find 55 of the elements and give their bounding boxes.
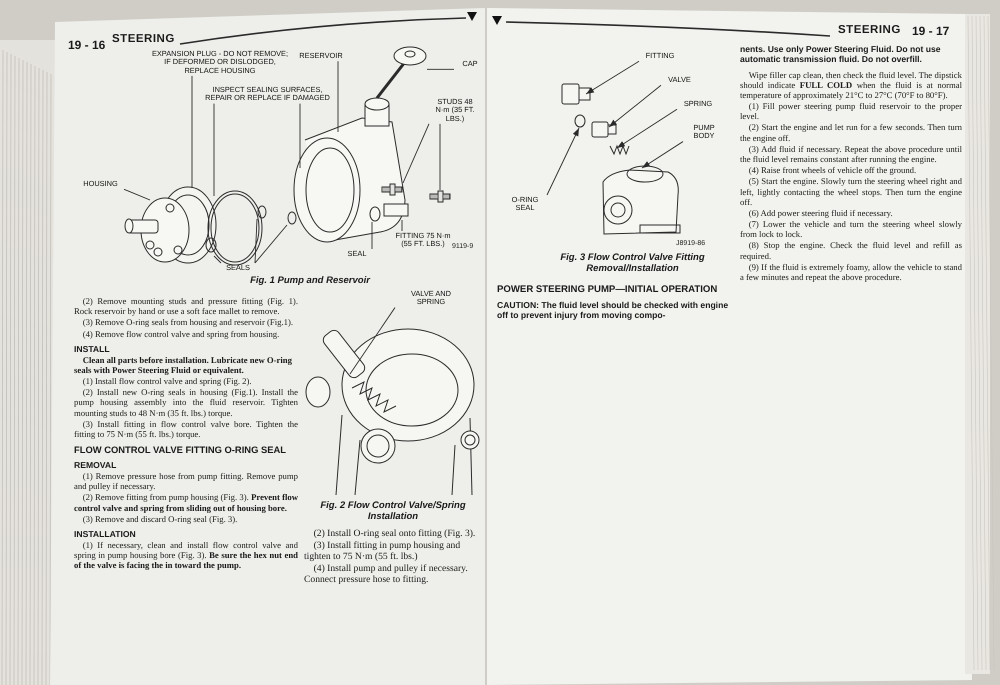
paragraph: (4) Raise front wheels of vehicle off the ground. [748, 165, 918, 176]
seal-ring [258, 206, 266, 218]
paragraph: (3) Install fitting in flow control valve bore. Tighten the fitting to 75 N·m (55 ft. lbs.) torque. [74, 418, 298, 440]
paragraph: (2) Remove fitting from pump housing (Fig. 3). Prevent flow control valve and spring from sliding out of housing bore. [74, 492, 298, 513]
figure-caption: Fig. 3 Flow Control Valve Fitting Removal/Installation [559, 252, 706, 275]
paragraph: (2) Remove mounting studs and pressure fitting (Fig. 1). Rock reservoir by hand or use a soft face mallet to remove. [74, 296, 298, 316]
paragraph: (3) Remove and discard O-ring seal (Fig. 3). [82, 514, 238, 524]
arrow [608, 84, 662, 128]
seal-ring [370, 206, 380, 222]
paragraph: (2) Install new O-ring seals in housing (Fig.1). Install the pump housing assembly into the fluid reservoir. Tighten mounting studs to 48 N·m (35 ft. lbs.) torque. [74, 387, 298, 418]
leader-line [124, 188, 150, 200]
section-title: STEERING [838, 24, 901, 36]
paragraph: (1) If necessary, clean and install flow control valve and spring in pump housing bore (Fig. 3). Be sure the hex nut end of the valve is facing the in toward the pump. [74, 540, 298, 570]
arrow [642, 141, 684, 168]
paragraph: (3) Add fluid if necessary. Repeat the above procedure until the fluid level remains constant after running the engine. [740, 144, 962, 164]
paragraph: (3) Install fitting in pump housing and tighten to 75 N·m (55 ft. lbs.) [304, 540, 462, 562]
leader-line [426, 68, 454, 70]
paragraph: Wipe filler cap clean, then check the fluid level. The dipstick should indicate FULL COLD when the fluid is at normal temperature of approximately 21°C to 27°C (70°F to 80°F). [740, 70, 962, 100]
caution-note: CAUTION: The fluid level should be checked with engine off to prevent injury from moving compo- [497, 300, 729, 321]
paragraph: (7) Lower the vehicle and turn the steering wheel slowly from lock to lock. [740, 219, 962, 240]
subheading: INSTALLATION [74, 528, 137, 539]
arrow [546, 128, 580, 196]
leader-line [214, 256, 222, 264]
page-number: 19 - 17 [912, 24, 950, 38]
leader-line [350, 307, 396, 374]
paragraph: (1) Install flow control valve and spring (Fig. 2). [82, 376, 253, 386]
page-number: 19 - 16 [68, 38, 106, 52]
paragraph: (9) If the fluid is extremely foamy, allow the vehicle to stand a few minutes and repeat the above procedure. [740, 262, 962, 282]
paragraph: (2) Install O-ring seal onto fitting (Fig. 3). [312, 528, 476, 540]
caution-note: nents. Use only Power Steering Fluid. Do not use automatic transmission fluid. Do not overfill. [740, 44, 942, 65]
figure-caption: Fig. 2 Flow Control Valve/Spring Installation [319, 500, 467, 523]
paragraph: (3) Remove O-ring seals from housing and reservoir (Fig.1). [82, 317, 294, 328]
seal-ring [288, 212, 296, 224]
paragraph: (1) Remove pressure hose from pump fitting. Remove pump and pulley if necessary. [74, 471, 298, 492]
paragraph: (4) Remove flow control valve and spring from housing. [82, 328, 280, 339]
paragraph: (8) Stop the engine. Check the fluid level and refill as required. [740, 240, 962, 261]
subheading: INSTALL [74, 344, 111, 354]
stud-drawing [382, 184, 402, 196]
stud-drawing [430, 190, 450, 202]
paragraph: (6) Add power steering fluid if necessary. [748, 208, 894, 218]
leader-line [254, 218, 258, 264]
arrow [586, 60, 640, 94]
arrow [616, 108, 678, 148]
paragraph: (2) Start the engine and let run for a few seconds. Then turn the engine off. [740, 122, 962, 143]
section-heading: POWER STEERING PUMP—INITIAL OPERATION [497, 284, 718, 295]
subheading: REMOVAL [74, 460, 118, 470]
paragraph: Clean all parts before installation. Lubricate new O-ring seals with Power Steering Fluid or equivalent. [74, 354, 293, 376]
section-title: STEERING [112, 33, 175, 45]
reservoir-cap-drawing [376, 46, 426, 99]
paragraph: (1) Fill power steering pump fluid reservoir to the proper level. [740, 101, 962, 122]
section-heading: FLOW CONTROL VALVE FITTING O-RING SEAL [74, 444, 287, 456]
paragraph: (4) Install pump and pulley if necessary. Connect pressure hose to fitting. [304, 562, 469, 586]
figure-caption: Fig. 1 Pump and Reservoir [249, 275, 372, 286]
leader-line [254, 224, 288, 264]
paragraph: (5) Start the engine. Slowly turn the steering wheel right and left, lightly contacting the wheel stops. Then turn the engine off. [740, 176, 962, 207]
